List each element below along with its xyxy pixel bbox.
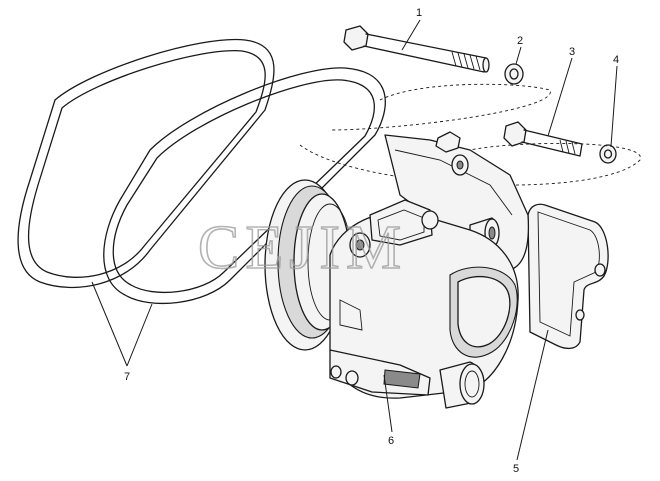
callout-5: 5 — [513, 463, 519, 475]
callout-3: 3 — [569, 46, 575, 58]
washer-2 — [504, 63, 524, 85]
callout-7: 7 — [124, 371, 130, 383]
washer-4 — [599, 144, 617, 164]
leader-lines — [91, 19, 618, 461]
callout-1: 1 — [416, 7, 422, 19]
drive-belt-inner — [103, 67, 386, 305]
short-bolt — [503, 121, 583, 157]
drive-belt-outer — [17, 38, 275, 289]
long-bolt — [343, 25, 490, 73]
callout-2: 2 — [517, 35, 523, 47]
compressor-assembly — [264, 131, 530, 409]
callout-4: 4 — [613, 54, 619, 66]
gasket-plate — [527, 203, 609, 350]
watermark-logo: CEJIM — [198, 214, 407, 282]
assembly-axis-lower — [299, 142, 641, 186]
callout-6: 6 — [388, 435, 394, 447]
